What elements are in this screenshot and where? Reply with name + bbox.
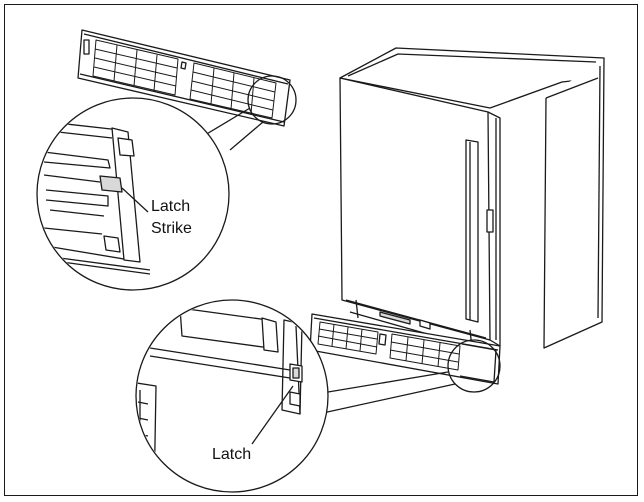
zoom-latch [135, 299, 329, 493]
zoom-latch-strike [36, 97, 230, 291]
latch-leader [251, 385, 294, 445]
label-latch-strike-line2: Strike [151, 220, 192, 237]
refrigerator-cabinet [339, 47, 605, 349]
label-latch: Latch [212, 446, 252, 463]
label-latch-strike-line1: Latch [151, 198, 191, 215]
latch-strike-leader [121, 187, 149, 213]
zoom-marker-top [247, 75, 297, 125]
grille-removed [77, 29, 291, 127]
zoom-marker-bottom [447, 339, 501, 393]
grille-installed [309, 313, 501, 385]
